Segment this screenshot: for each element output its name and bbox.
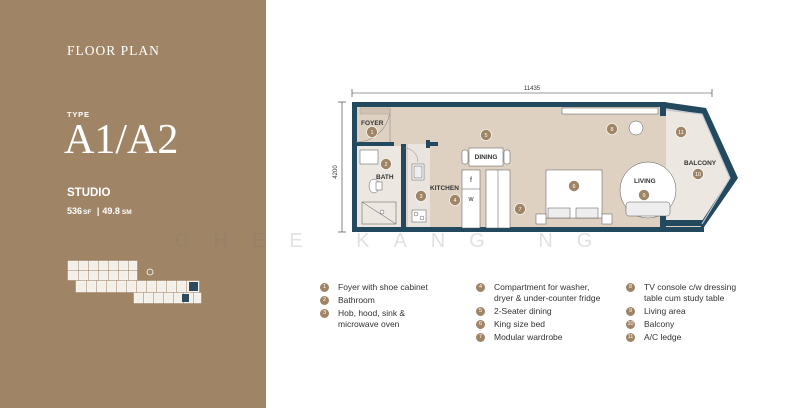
room-label-balcony: BALCONY xyxy=(684,160,717,167)
type-value: A1/A2 xyxy=(64,117,179,163)
legend-number: 9 xyxy=(626,306,635,316)
legend-column-2: 4 Compartment for washer, dryer & under-c… xyxy=(476,282,626,345)
legend-item: 9 Living area xyxy=(626,306,776,317)
room-label-living: LIVING xyxy=(634,178,656,185)
legend-text: King size bed xyxy=(494,318,546,329)
marker-3: 3 xyxy=(419,194,422,200)
legend-number: 8 xyxy=(626,283,635,292)
legend-item: 4 Compartment for washer, dryer & under-c… xyxy=(476,282,626,303)
washer-label: w xyxy=(467,196,474,203)
legend-text: Living area xyxy=(644,305,686,316)
walls xyxy=(352,102,704,232)
unit-type: STUDIO xyxy=(67,187,111,199)
legend-number: 3 xyxy=(320,309,329,318)
width-dimension: 11435 xyxy=(351,86,713,97)
legend-text: Modular wardrobe xyxy=(494,331,563,342)
kitchen-fixtures xyxy=(411,163,427,223)
legend-item: 6 King size bed xyxy=(476,319,626,330)
legend-text: Compartment for washer, dryer & under-co… xyxy=(494,282,601,303)
washer-fridge-compartment xyxy=(461,169,481,229)
legend-text: 2-Seater dining xyxy=(494,305,552,316)
key-plan-image xyxy=(67,260,202,304)
bathroom-fixtures xyxy=(359,149,397,225)
marker-10: 10 xyxy=(695,172,701,178)
marker-2: 2 xyxy=(384,162,387,168)
king-bed xyxy=(535,169,613,225)
marker-6: 6 xyxy=(572,184,575,190)
legend-item: 5 2-Seater dining xyxy=(476,306,626,317)
legend-number: 5 xyxy=(476,306,485,316)
marker-9: 9 xyxy=(642,193,645,199)
legend-number: 4 xyxy=(476,283,485,292)
legend-item: 8 TV console c/w dressing table cum study… xyxy=(626,282,776,303)
size-divider: | xyxy=(96,206,100,216)
info-panel: FLOOR PLAN TYPE A1/A2 STUDIO 536SF |49.8… xyxy=(0,0,266,408)
marker-11: 11 xyxy=(678,130,684,136)
marker-7: 7 xyxy=(518,207,521,213)
legend-text: TV console c/w dressing table cum study … xyxy=(644,282,737,303)
depth-dimension-label: 4200 xyxy=(333,165,339,179)
legend-text: Bathroom xyxy=(338,295,375,305)
width-dimension-label: 11435 xyxy=(524,86,541,92)
exterior-glazing-walls xyxy=(664,102,738,230)
marker-1: 1 xyxy=(370,130,373,136)
size-sm: 49.8 xyxy=(102,206,120,216)
dining-set xyxy=(461,147,511,167)
fridge-label: f xyxy=(470,177,472,184)
legend-item: 1 Foyer with shoe cabinet xyxy=(320,282,465,293)
legend-item: 3 Hob, hood, sink & microwave oven xyxy=(320,308,465,329)
legend-number: 11 xyxy=(626,332,635,342)
floor-plan-heading: FLOOR PLAN xyxy=(67,43,160,58)
legend-text: A/C ledge xyxy=(644,331,682,342)
size-sf: 536 xyxy=(67,206,83,216)
floor-plan-drawing: 11435 4200 xyxy=(333,86,738,233)
legend-item: 10 Balcony xyxy=(626,319,776,330)
room-label-dining: DINING xyxy=(475,154,498,161)
legend-item: 7 Modular wardrobe xyxy=(476,332,626,343)
watermark-text: CHEE KANG NG xyxy=(175,230,617,252)
legend-number: 10 xyxy=(626,319,635,329)
legend-number: 1 xyxy=(320,283,329,292)
size-sf-unit: SF xyxy=(83,209,92,216)
type-label: TYPE xyxy=(67,110,90,119)
legend-number: 6 xyxy=(476,319,485,329)
shoe-cabinet xyxy=(359,107,391,115)
tv-console xyxy=(561,107,659,136)
room-label-bath: BATH xyxy=(376,174,394,181)
size-sm-unit: SM xyxy=(121,209,132,216)
legend-text: Foyer with shoe cabinet xyxy=(338,282,428,292)
room-label-kitchen: KITCHEN xyxy=(430,185,459,192)
wardrobe xyxy=(485,169,511,229)
balcony-floor xyxy=(666,110,730,224)
legend-number: 7 xyxy=(476,332,485,342)
room-label-foyer: FOYER xyxy=(361,120,384,127)
marker-8: 8 xyxy=(610,127,613,133)
marker-4: 4 xyxy=(453,198,456,204)
legend-item: 11 A/C ledge xyxy=(626,332,776,343)
legend-text: Balcony xyxy=(644,318,675,329)
marker-5: 5 xyxy=(484,133,487,139)
depth-dimension: 4200 xyxy=(333,101,346,233)
legend-column-3: 8 TV console c/w dressing table cum study… xyxy=(626,282,776,345)
living-furniture xyxy=(619,161,677,219)
legend-number: 2 xyxy=(320,296,329,305)
legend-text: Hob, hood, sink & microwave oven xyxy=(338,308,406,329)
legend-column-1: 1 Foyer with shoe cabinet 2 Bathroom 3 Hob,… xyxy=(320,282,465,332)
legend-item: 2 Bathroom xyxy=(320,295,465,306)
